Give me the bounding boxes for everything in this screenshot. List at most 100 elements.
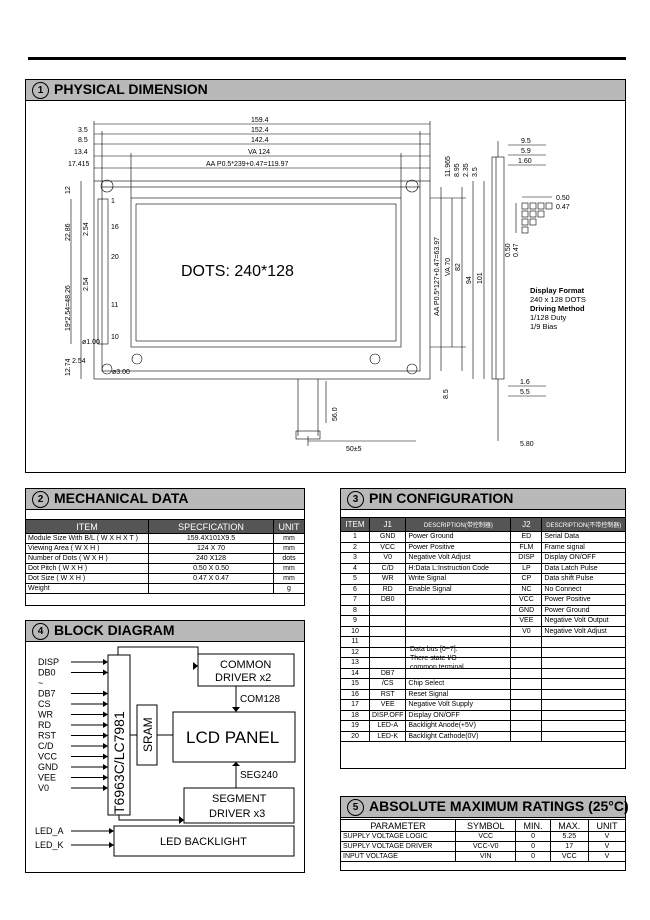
cell: Viewing Area ( W X H ) — [25, 543, 149, 554]
input-arrow-head — [103, 774, 108, 781]
dim-label: 101 — [477, 272, 484, 284]
col-header: MIN. — [515, 819, 551, 832]
cell — [541, 709, 626, 721]
cell: VEE — [368, 699, 407, 711]
input-signal-label: VEE — [38, 773, 56, 783]
dim-label: 2.54 — [83, 277, 90, 291]
cell: 20 — [340, 730, 370, 742]
cell: 3 — [340, 552, 370, 564]
section-title: ABSOLUTE MAXIMUM RATINGS (25°C) — [369, 798, 629, 814]
input-arrow-head — [103, 764, 108, 770]
led-a-label: LED_A — [35, 826, 64, 836]
cell: 10 — [340, 625, 370, 637]
table-row: 11 — [340, 636, 626, 648]
cell: LED-K — [368, 730, 407, 742]
dim-label: 152.4 — [251, 127, 269, 134]
cell: Chip Select — [405, 678, 512, 690]
col-header: UNIT — [588, 819, 626, 832]
dim-label: 19*2.54=48.26 — [65, 285, 72, 331]
input-signal-label: DISP — [38, 657, 59, 667]
cell: RST — [368, 688, 407, 700]
input-signal-label: DB7 — [38, 689, 56, 699]
col-header: DESCRIPTION(不带控制器) — [541, 517, 626, 532]
input-arrow-head — [103, 701, 108, 707]
col-header: SYMBOL — [454, 819, 517, 832]
cell: 124 X 70 — [148, 543, 274, 554]
cell — [510, 699, 543, 711]
cell: Write Signal — [405, 573, 512, 585]
pin-panel: ITEM J1 DESCRIPTION(带控制器) J2 DESCRIPTION… — [340, 509, 626, 769]
controller-label: T6963C/LC7981 — [111, 711, 127, 814]
dim-label: 11.965 — [445, 156, 452, 177]
col-header: ITEM — [340, 517, 370, 532]
cell: DISP — [510, 552, 543, 564]
cell: Enable Signal — [405, 583, 512, 595]
cell — [541, 657, 626, 669]
pin-label: 16 — [111, 224, 119, 231]
cell: Display ON/OFF — [541, 552, 626, 564]
dim-label: 8.5 — [78, 137, 88, 144]
cell — [148, 583, 274, 594]
cell: DB7 — [368, 667, 407, 679]
cell — [541, 688, 626, 700]
common-driver-label: DRIVER x2 — [215, 672, 271, 684]
section-number-1: 1 — [32, 82, 49, 99]
format-dots: 240 x 128 DOTS — [530, 295, 586, 304]
dim-label: AA P0.5*239+0.47=119.97 — [206, 161, 288, 168]
top-rule — [28, 57, 626, 60]
cell: Backlight Cathode(0V) — [405, 730, 512, 742]
cell: 19 — [340, 720, 370, 732]
dim-label: 17.415 — [68, 161, 90, 168]
segment-driver-label: DRIVER x3 — [209, 808, 265, 820]
cell: Reset Signal — [405, 688, 512, 700]
cell: RD — [368, 583, 407, 595]
cell: V — [588, 831, 626, 842]
cell: SUPPLY VOLTAGE LOGIC — [340, 831, 456, 842]
input-signal-label: WR — [38, 710, 53, 720]
input-arrow-head — [103, 659, 108, 665]
input-arrow-head — [103, 785, 108, 791]
cell: C/D — [368, 562, 407, 574]
cell: mm — [273, 543, 305, 554]
cell: Negative Volt Supply — [405, 699, 512, 711]
side-dim: 9.5 — [521, 138, 531, 145]
cell — [510, 688, 543, 700]
seg-label: SEG240 — [240, 770, 278, 781]
table-row: 12 — [340, 646, 626, 658]
cell: Module Size With B/L ( W X H X T ) — [25, 533, 149, 544]
cell: mm — [273, 563, 305, 574]
cell: VCC — [368, 541, 407, 553]
cell: 0 — [515, 831, 551, 842]
cell: 12 — [340, 646, 370, 658]
cell: GND — [368, 531, 407, 543]
backlight-label: LED BACKLIGHT — [160, 836, 247, 848]
cell: 14 — [340, 667, 370, 679]
mechanical-table: ITEM SPECFICATION UNIT Module Size With … — [25, 519, 305, 594]
input-signal-label: RST — [38, 731, 57, 741]
cell: mm — [273, 533, 305, 544]
cell: GND — [510, 604, 543, 616]
sram-label: SRAM — [141, 717, 155, 752]
cell — [510, 657, 543, 669]
physical-drawing-panel: 159.4 152.4 142.4 VA 124 AA P0.5*239+0.4… — [25, 100, 626, 473]
cell: FLM — [510, 541, 543, 553]
cell: 7 — [340, 594, 370, 606]
input-signal-label: ~ — [38, 678, 43, 688]
table-header-row: PARAMETER SYMBOL MIN. MAX. UNIT — [340, 819, 626, 832]
lcd-panel-label: LCD PANEL — [186, 728, 279, 747]
section-title: BLOCK DIAGRAM — [54, 622, 175, 638]
